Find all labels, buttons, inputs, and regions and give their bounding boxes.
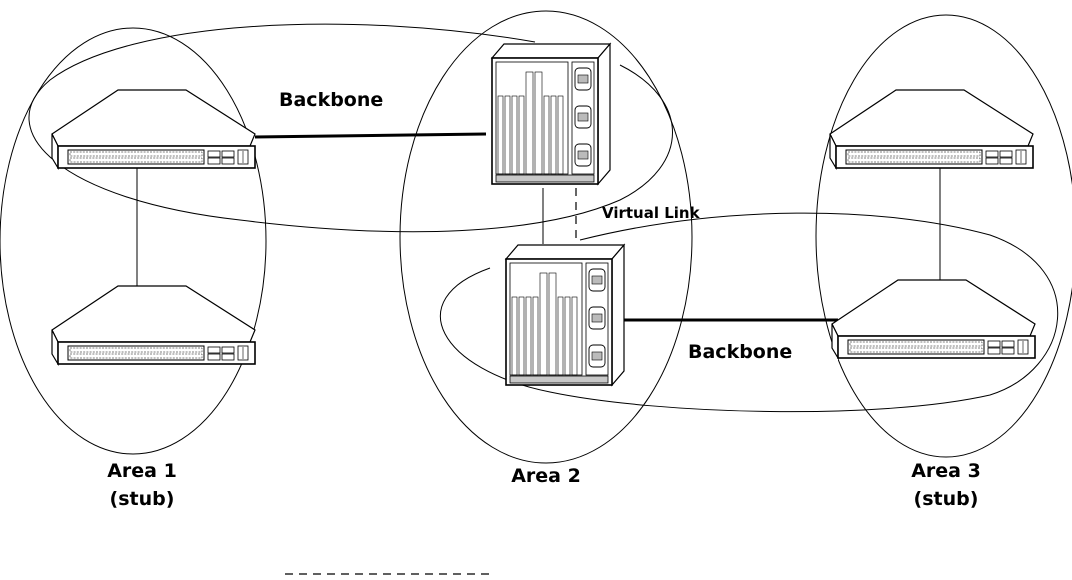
chassis-area2-top bbox=[491, 43, 611, 185]
area1-type-label: (stub) bbox=[110, 488, 175, 510]
backbone-label-top: Backbone bbox=[279, 89, 383, 111]
area3-name-label: Area 3 bbox=[911, 460, 981, 482]
backbone-region-top bbox=[28, 23, 673, 233]
switch-area3-top bbox=[829, 89, 1034, 189]
switch-area1-bottom bbox=[51, 285, 256, 385]
chassis-area2-bottom bbox=[505, 244, 625, 386]
area1-name-label: Area 1 bbox=[107, 460, 177, 482]
area2-name-label: Area 2 bbox=[511, 465, 581, 487]
area1-boundary bbox=[0, 27, 267, 455]
backbone-label-bottom: Backbone bbox=[688, 341, 792, 363]
switch-area1-top bbox=[51, 89, 256, 189]
switch-area3-bottom bbox=[831, 279, 1036, 379]
area2-boundary bbox=[399, 10, 693, 464]
backbone-link-top bbox=[253, 132, 487, 139]
area3-boundary bbox=[815, 14, 1072, 458]
area3-type-label: (stub) bbox=[914, 488, 979, 510]
virtual-link-label: Virtual Link bbox=[602, 204, 701, 222]
backbone-region-bottom bbox=[440, 212, 1058, 413]
